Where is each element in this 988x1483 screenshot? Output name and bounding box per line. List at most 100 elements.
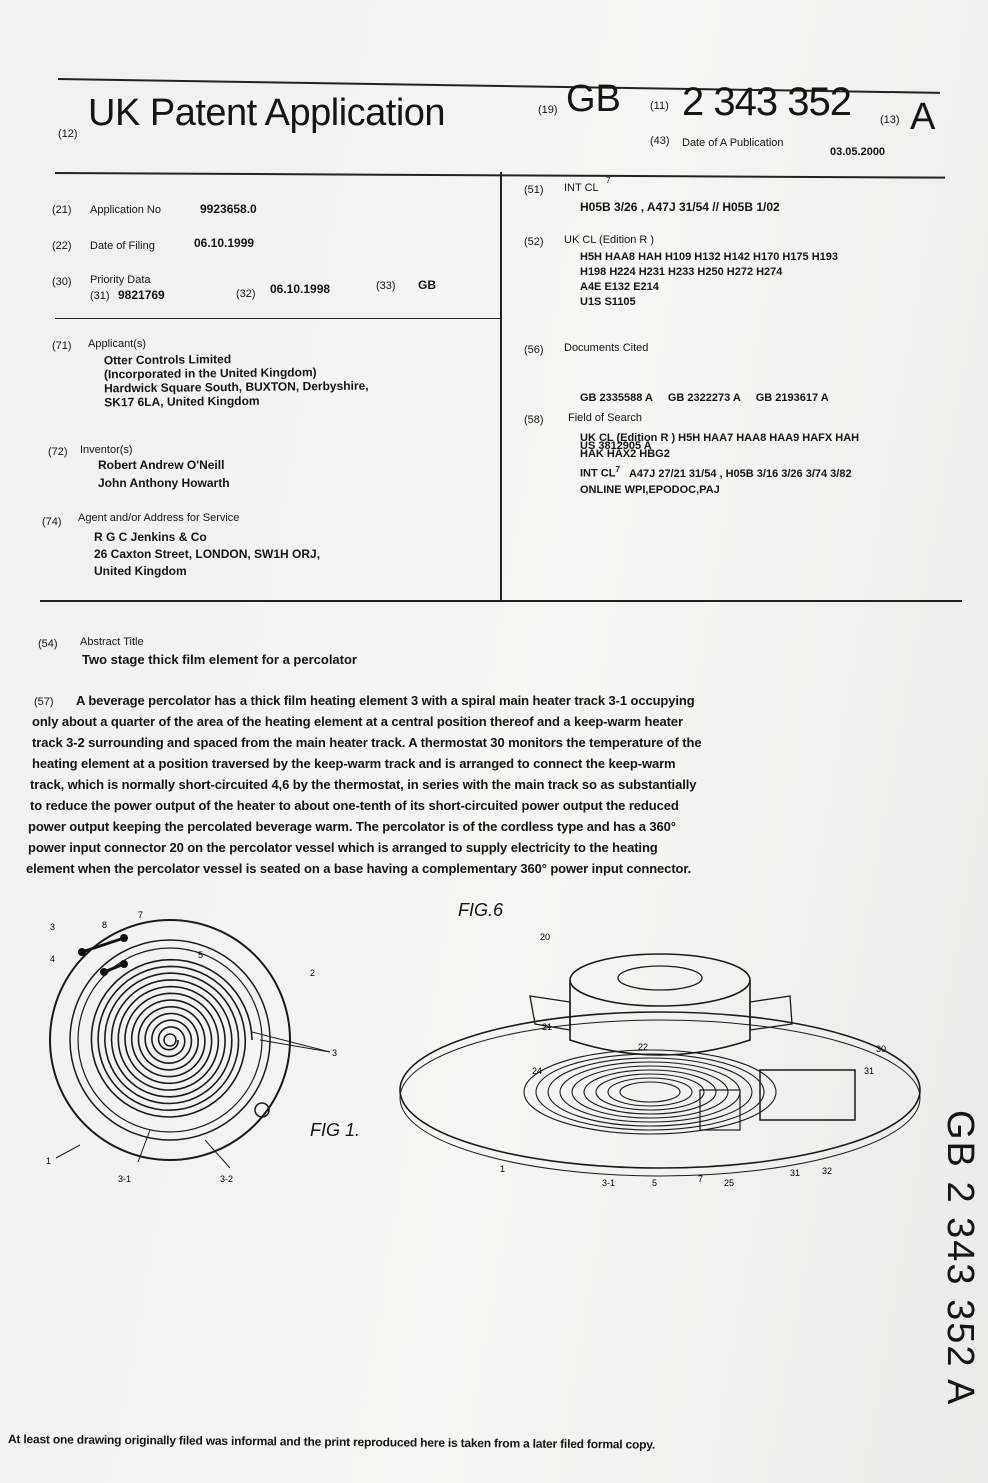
abstract-line: power input connector 20 on the percolat…	[28, 840, 658, 855]
agent-line: R G C Jenkins & Co	[94, 530, 207, 544]
priority-code-33: (33)	[376, 280, 396, 292]
filing-label: Date of Filing	[90, 240, 155, 252]
agent-label: Agent and/or Address for Service	[78, 512, 240, 524]
code-43: (43)	[650, 135, 670, 147]
intcl-code: (51)	[524, 184, 544, 196]
fig6-ref: 25	[724, 1178, 734, 1188]
agent-line: 26 Caxton Street, LONDON, SW1H ORJ,	[94, 547, 321, 561]
mid-rule	[40, 600, 962, 602]
field-intcl-label: INT CL	[580, 467, 616, 480]
priority-value-33: GB	[418, 278, 436, 292]
fig6-left-lug	[529, 995, 571, 1031]
applicant-code: (71)	[52, 340, 72, 352]
fig6-coil-ring	[619, 1081, 681, 1103]
ukcl-line: H5H HAA8 HAH H109 H132 H142 H170 H175 H1…	[580, 251, 839, 263]
docs-label: Documents Cited	[564, 342, 649, 354]
ukcl-block: H5H HAA8 HAH H109 H132 H142 H170 H175 H1…	[580, 250, 838, 310]
publication-number: 2 343 352	[682, 80, 852, 124]
fig1-link-8	[81, 936, 125, 954]
applicant-block: Otter Controls Limited (Incorporated in …	[104, 351, 369, 409]
abstract-line: to reduce the power output of the heater…	[30, 798, 679, 813]
ukcl-line: H198 H224 H231 H233 H250 H272 H274	[580, 266, 783, 278]
field-block: UK CL (Edition R ) H5H HAA7 HAA8 HAA9 HA…	[580, 430, 859, 498]
abstract-line: A beverage percolator has a thick film h…	[76, 693, 695, 708]
priority-code-31: (31)	[90, 290, 110, 302]
fig1-ref: 3-1	[118, 1174, 131, 1184]
field-intcl-sup: 7	[615, 465, 620, 474]
fig6-ref: 22	[638, 1042, 648, 1052]
priority-code: (30)	[52, 276, 72, 288]
fig1-terminal	[120, 960, 128, 968]
abstract-line: element when the percolator vessel is se…	[26, 861, 692, 876]
fig6-ref: 30	[876, 1044, 886, 1054]
doc-line: US 3812905 A	[580, 440, 652, 452]
ukcl-line: U1S S1105	[580, 296, 636, 308]
ukcl-line: A4E E132 E214	[580, 281, 659, 293]
inventor-line: Robert Andrew O'Neill	[98, 458, 225, 472]
fig1-ref: 8	[102, 920, 107, 930]
app-no-code: (21)	[52, 204, 72, 216]
app-no-label: Application No	[90, 204, 161, 216]
code-13: (13)	[880, 114, 900, 126]
fig6-ref: 3-1	[602, 1178, 615, 1188]
fig1-terminal	[100, 968, 108, 976]
priority-value-31: 9821769	[118, 288, 165, 302]
fig6-coil-ring	[523, 1049, 777, 1135]
fig6-thermostat	[759, 1069, 856, 1121]
applicant-line: Hardwick Square South, BUXTON, Derbyshir…	[104, 378, 369, 396]
country-code: GB	[566, 78, 621, 120]
fig1-leader	[259, 1039, 331, 1053]
fig1-ref: 2	[310, 968, 315, 978]
fig6-base-edge	[399, 1019, 921, 1177]
priority-value-32: 06.10.1998	[270, 282, 331, 296]
fig1-outer-circle	[49, 919, 291, 1161]
fig6-ref: 31	[790, 1168, 800, 1178]
filing-code: (22)	[52, 240, 72, 252]
code-19: (19)	[538, 104, 558, 116]
fig6-coil-ring	[535, 1053, 765, 1131]
field-line: HAK HAX2 HBG2	[580, 448, 670, 460]
fig1-spiral-track	[90, 958, 253, 1118]
fig1-leader	[55, 1144, 81, 1159]
fig1-center-hole	[163, 1033, 177, 1047]
agent-code: (74)	[42, 516, 62, 528]
figure-6-drawing: 20 21 22 24 30 31 1 3-1 5 7 25 31 32	[399, 932, 921, 1188]
ukcl-label: UK CL (Edition R )	[564, 234, 655, 246]
fig6-right-lug	[749, 995, 793, 1031]
fig1-small-hole	[254, 1102, 270, 1118]
abstract-line: heating element at a position traversed …	[32, 756, 676, 771]
docs-code: (56)	[524, 344, 544, 356]
fig6-coil-ring	[595, 1073, 705, 1111]
inventors-code: (72)	[48, 446, 68, 458]
fig1-leader	[251, 1031, 331, 1053]
abstract-line: track, which is normally short-circuited…	[30, 777, 697, 792]
figure-1-drawing: 3 8 7 4 5 2 3 1 3-1 3-2	[46, 910, 337, 1184]
fig6-coil-ring	[559, 1061, 741, 1123]
fig1-ref: 5	[198, 950, 203, 960]
fig1-ref: 3	[50, 922, 55, 932]
fig1-ref: 4	[50, 954, 55, 964]
fig6-coil-ring	[607, 1077, 693, 1107]
fig1-terminal	[120, 934, 128, 942]
document-title: UK Patent Application	[88, 92, 446, 134]
fig1-ref: 1	[46, 1156, 51, 1166]
kind-code: A	[910, 96, 936, 138]
abstract-title-code: (54)	[38, 638, 58, 650]
abstract-title-label: Abstract Title	[80, 636, 144, 648]
fig6-ref: 31	[864, 1066, 874, 1076]
fig6-terminal-block	[699, 1089, 741, 1131]
inventors-block: Robert Andrew O'Neill John Anthony Howar…	[98, 458, 230, 490]
inventors-label: Inventor(s)	[80, 444, 133, 456]
agent-line: United Kingdom	[94, 564, 187, 578]
code-11: (11)	[650, 100, 669, 112]
field-intcl-value: A47J 27/21 31/54 , H05B 3/16 3/26 3/74 3…	[628, 467, 852, 480]
inventor-line: John Anthony Howarth	[98, 476, 230, 490]
abstract-line: track 3-2 surrounding and spaced from th…	[32, 735, 702, 750]
priority-rule	[55, 318, 500, 319]
fig1-terminal	[78, 948, 86, 956]
fig1-ref: 3-2	[220, 1174, 233, 1184]
intcl-sup: 7	[606, 176, 611, 185]
fig6-coil-ring	[547, 1057, 753, 1127]
column-divider	[500, 172, 502, 602]
fig1-ref: 3	[332, 1048, 337, 1058]
